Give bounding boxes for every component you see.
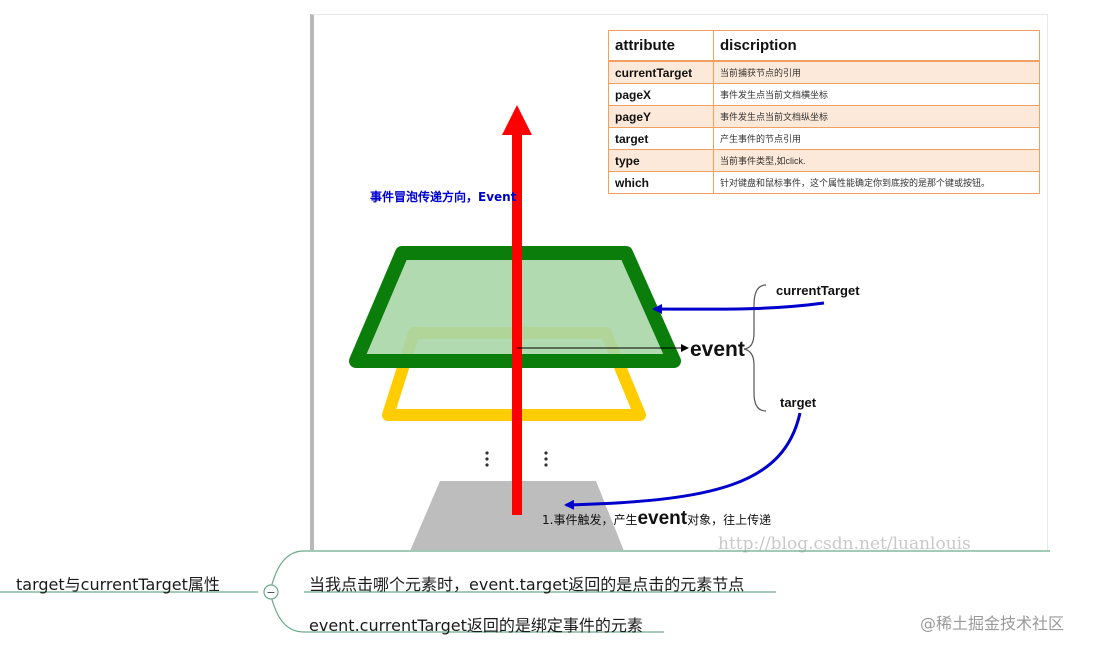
trigger-event: event xyxy=(637,508,687,529)
row-key: type xyxy=(608,149,714,172)
target-label: target xyxy=(780,395,817,410)
row-key: pageY xyxy=(608,105,714,128)
table-row: type 当前事件类型,如click. xyxy=(608,149,1040,172)
current-target-label: currentTarget xyxy=(776,283,860,298)
header-attribute: attribute xyxy=(608,30,714,62)
table-header-row: attribute discription xyxy=(608,30,1040,62)
collapse-toggle[interactable]: − xyxy=(263,584,279,600)
row-key: which xyxy=(608,171,714,194)
trigger-suffix: 对象，往上传递 xyxy=(687,512,771,527)
collapse-toggle-symbol: − xyxy=(266,586,275,599)
attribute-table: attribute discription currentTarget 当前捕获… xyxy=(608,30,1040,194)
header-description: discription xyxy=(713,30,1040,62)
mindmap-branch-current-target[interactable]: event.currentTarget返回的是绑定事件的元素 xyxy=(309,616,643,635)
csdn-watermark: http://blog.csdn.net/luanlouis xyxy=(718,534,971,554)
juejin-watermark: @稀土掘金技术社区 xyxy=(920,614,1065,633)
row-value: 针对键盘和鼠标事件，这个属性能确定你到底按的是那个键或按钮。 xyxy=(713,171,1040,194)
diagram-canvas: 事件冒泡传递方向，Event event currentTarget targe… xyxy=(349,105,860,550)
event-diagram-figure: 事件冒泡传递方向，Event event currentTarget targe… xyxy=(310,14,1048,550)
target-arrow xyxy=(564,412,802,510)
current-target-arrow xyxy=(652,301,825,315)
row-value: 事件发生点当前文档纵坐标 xyxy=(713,105,1040,128)
trigger-prefix: 1.事件触发，产生 xyxy=(542,512,637,527)
branch-connector-bottom xyxy=(269,591,664,633)
bubble-direction-label: 事件冒泡传递方向，Event xyxy=(370,189,517,204)
bubble-arrow-head xyxy=(502,105,532,135)
ellipsis-left xyxy=(485,451,489,467)
branch-connector-top xyxy=(269,550,1050,593)
gray-base-shape xyxy=(410,481,624,550)
table-row: which 针对键盘和鼠标事件，这个属性能确定你到底按的是那个键或按钮。 xyxy=(608,171,1040,194)
curly-brace xyxy=(743,284,767,412)
bubble-arrow-shaft xyxy=(512,133,522,515)
row-value: 当前事件类型,如click. xyxy=(713,149,1040,172)
event-label: event xyxy=(690,338,745,361)
trigger-caption: 1.事件触发，产生event对象，往上传递 xyxy=(542,508,771,529)
row-key: currentTarget xyxy=(608,60,714,84)
mindmap-branch-target[interactable]: 当我点击哪个元素时，event.target返回的是点击的元素节点 xyxy=(309,575,745,594)
ellipsis-right xyxy=(544,451,548,467)
mindmap-root-node[interactable]: target与currentTarget属性 xyxy=(16,575,220,594)
table-row: pageY 事件发生点当前文档纵坐标 xyxy=(608,105,1040,128)
